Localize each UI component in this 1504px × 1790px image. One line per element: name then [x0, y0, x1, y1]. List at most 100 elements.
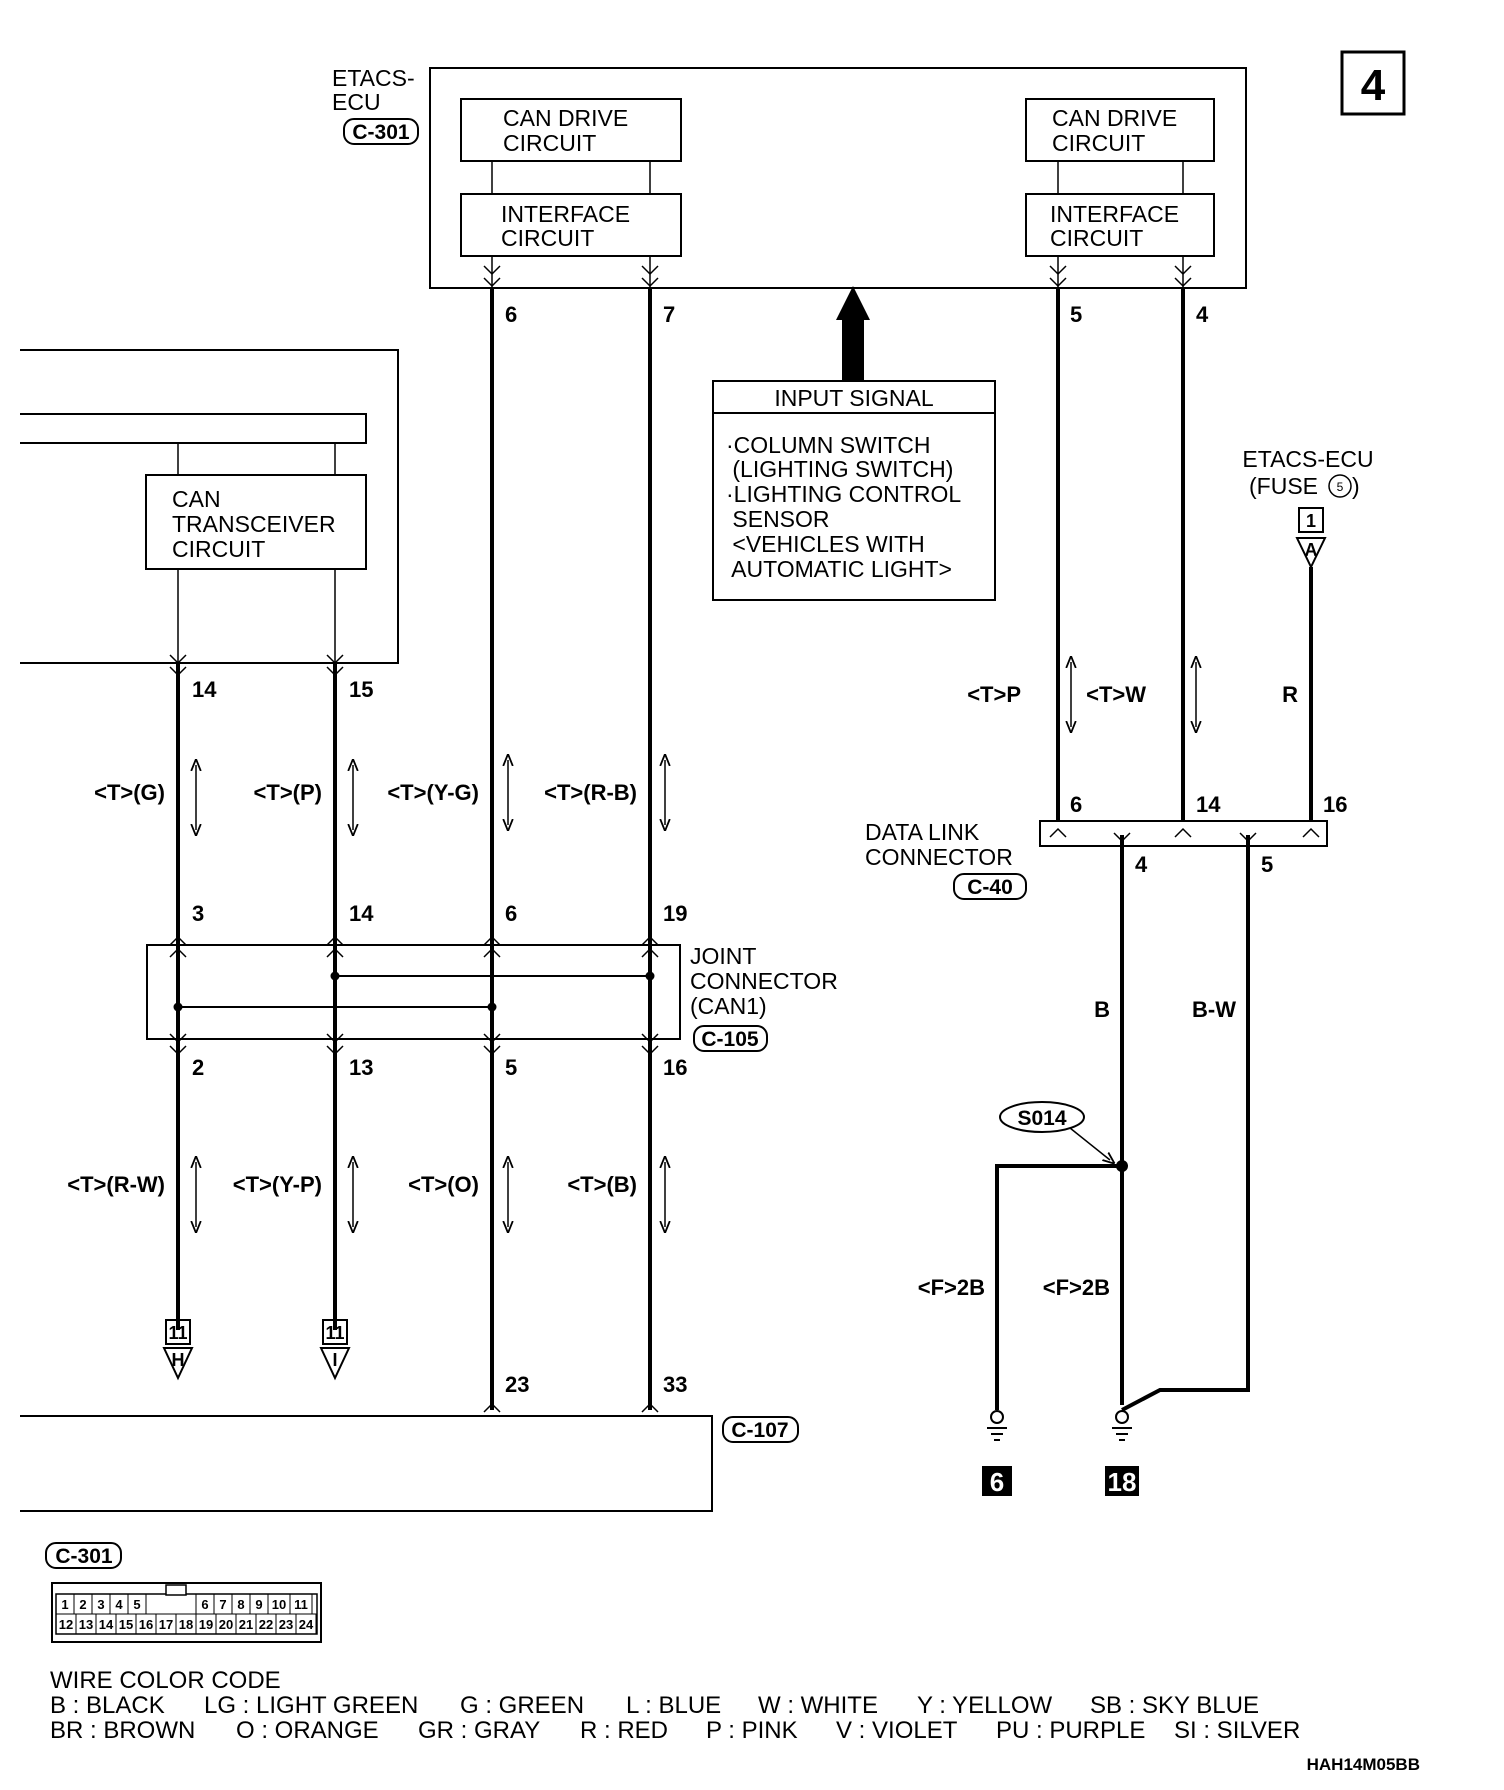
joint-pin: 13: [349, 1055, 373, 1080]
wire-color-label: B: [1094, 997, 1110, 1022]
input-signal-arrow: [836, 286, 870, 380]
interface-circuit-right: INTERFACE CIRCUIT: [1025, 193, 1215, 257]
svg-text:I: I: [332, 1350, 337, 1370]
svg-text:5: 5: [1261, 852, 1273, 877]
connector-pin-number: 1: [61, 1597, 68, 1612]
svg-text:): ): [1352, 473, 1360, 499]
legend-item: B : BLACK: [50, 1692, 165, 1719]
connector-pin-number: 13: [79, 1617, 93, 1632]
legend-item: G : GREEN: [460, 1692, 584, 1719]
legend-title: WIRE COLOR CODE: [50, 1667, 281, 1694]
input-signal-line: AUTOMATIC LIGHT>: [726, 556, 952, 582]
ecu-connector-label: C-301: [352, 121, 410, 144]
svg-text:5: 5: [1337, 480, 1344, 494]
ground-18-number: 18: [1108, 1467, 1137, 1497]
svg-text:A: A: [1305, 540, 1318, 560]
connector-pin-number: 15: [119, 1617, 133, 1632]
ground-18-badge: [1105, 1466, 1139, 1496]
legend-item: O : ORANGE: [236, 1717, 379, 1744]
etacs-ecu: ETACS- ECU C-301 CAN DRIVE CIRCUIT INTER…: [332, 65, 1247, 289]
wire-signal-label: R: [1282, 682, 1298, 707]
ecu-box: [429, 67, 1247, 289]
wire-signal-label: <T>(O): [408, 1172, 479, 1197]
svg-text:CIRCUIT: CIRCUIT: [503, 130, 596, 156]
connector-pin-number: 6: [201, 1597, 208, 1612]
connector-pin-number: 20: [219, 1617, 233, 1632]
connector-pin-number: 17: [159, 1617, 173, 1632]
legend-item: W : WHITE: [758, 1692, 878, 1719]
joint-pin: 6: [505, 901, 517, 926]
dlc-connector-id: C-40: [967, 876, 1013, 899]
svg-text:INTERFACE: INTERFACE: [501, 201, 630, 227]
can-drive-circuit-right: CAN DRIVE CIRCUIT: [1025, 98, 1215, 162]
transceiver-pin-15: 15: [349, 677, 373, 702]
connector-pin-number: 3: [97, 1597, 104, 1612]
svg-text:TRANSCEIVER: TRANSCEIVER: [172, 511, 336, 537]
connector-pin-number: 24: [299, 1617, 314, 1632]
legend-item: GR : GRAY: [418, 1717, 540, 1744]
joint-connector: JOINT CONNECTOR (CAN1) C-105: [146, 943, 838, 1052]
svg-text:11: 11: [168, 1323, 187, 1343]
wire-signal-label: <T>(G): [94, 780, 165, 805]
connector-pin-number: 12: [59, 1617, 73, 1632]
joint-pin: 14: [349, 901, 374, 926]
continuation-marker-h: 11 H: [162, 1319, 194, 1381]
fuse-source: ETACS-ECU (FUSE 5 ) 1 A: [1242, 446, 1374, 570]
dlc-pin: 6: [1070, 792, 1082, 817]
svg-text:CAN: CAN: [172, 486, 221, 512]
pin-chevrons: [169, 265, 1320, 1413]
interface-circuit-left: INTERFACE CIRCUIT: [460, 193, 682, 257]
svg-text:CIRCUIT: CIRCUIT: [1050, 225, 1143, 251]
ecu-connector-tag: [343, 118, 419, 145]
legend-item: SB : SKY BLUE: [1090, 1692, 1259, 1719]
legend-item: PU : PURPLE: [996, 1717, 1145, 1744]
wire-signal-label: <T>(Y-P): [233, 1172, 322, 1197]
signal-direction-arrows: [196, 662, 1196, 1227]
ecu-pin-5: 5: [1070, 302, 1082, 327]
wire-color-legend: WIRE COLOR CODE B : BLACK LG : LIGHT GRE…: [50, 1667, 1300, 1744]
figure-code: HAH14M05BB: [1307, 1755, 1420, 1774]
svg-text:CAN DRIVE: CAN DRIVE: [503, 105, 628, 131]
connector-pin-number: 21: [239, 1617, 253, 1632]
ground-6-badge: [982, 1466, 1012, 1496]
legend-item: BR : BROWN: [50, 1717, 195, 1744]
input-signal-line: ·COLUMN SWITCH: [726, 432, 930, 458]
legend-item: P : PINK: [706, 1717, 798, 1744]
svg-text:CIRCUIT: CIRCUIT: [1052, 130, 1145, 156]
connector-pin-cell: [295, 1613, 317, 1635]
svg-text:(FUSE: (FUSE: [1249, 473, 1318, 499]
wire-color-label: B-W: [1192, 997, 1236, 1022]
svg-text:11: 11: [325, 1323, 344, 1343]
connector-pin-number: 14: [99, 1617, 114, 1632]
legend-item: R : RED: [580, 1717, 668, 1744]
c107-label: C-107: [731, 1419, 788, 1442]
joint-pin: 3: [192, 901, 204, 926]
bottom-module: C-107: [20, 1415, 799, 1512]
wire-signal-label: <T>(B): [567, 1172, 637, 1197]
ecu-pin-7: 7: [663, 302, 675, 327]
joint-pin: 19: [663, 901, 687, 926]
connector-pin-number: 9: [255, 1597, 262, 1612]
joint-connector-label: CONNECTOR: [690, 968, 838, 994]
ground-wire-label: <F>2B: [918, 1275, 985, 1300]
connector-pin-number: 23: [279, 1617, 293, 1632]
input-signal-line: <VEHICLES WITH: [726, 531, 925, 557]
wire-signal-label: <T>(P): [254, 780, 322, 805]
input-signal-box: INPUT SIGNAL ·COLUMN SWITCH (LIGHTING SW…: [712, 380, 996, 601]
svg-text:H: H: [172, 1350, 185, 1370]
can-transceiver-circuit: CAN TRANSCEIVER CIRCUIT: [172, 486, 336, 562]
c107-pin: 33: [663, 1372, 687, 1397]
joint-connector-id: C-105: [701, 1028, 759, 1051]
input-signal-line: ·LIGHTING CONTROL: [726, 481, 961, 507]
joint-pin: 2: [192, 1055, 204, 1080]
data-link-connector: DATA LINK CONNECTOR C-40 4 5: [865, 819, 1328, 900]
ground-18: [1112, 1410, 1132, 1441]
joint-connector-label: (CAN1): [690, 993, 767, 1019]
lower-wire-labels: <T>(R-W) <T>(Y-P) <T>(O) <T>(B): [67, 1172, 637, 1197]
svg-text:S014: S014: [1017, 1107, 1066, 1130]
can-drive-circuit-left: CAN DRIVE CIRCUIT: [460, 98, 682, 162]
transceiver-pin-14: 14: [192, 677, 217, 702]
